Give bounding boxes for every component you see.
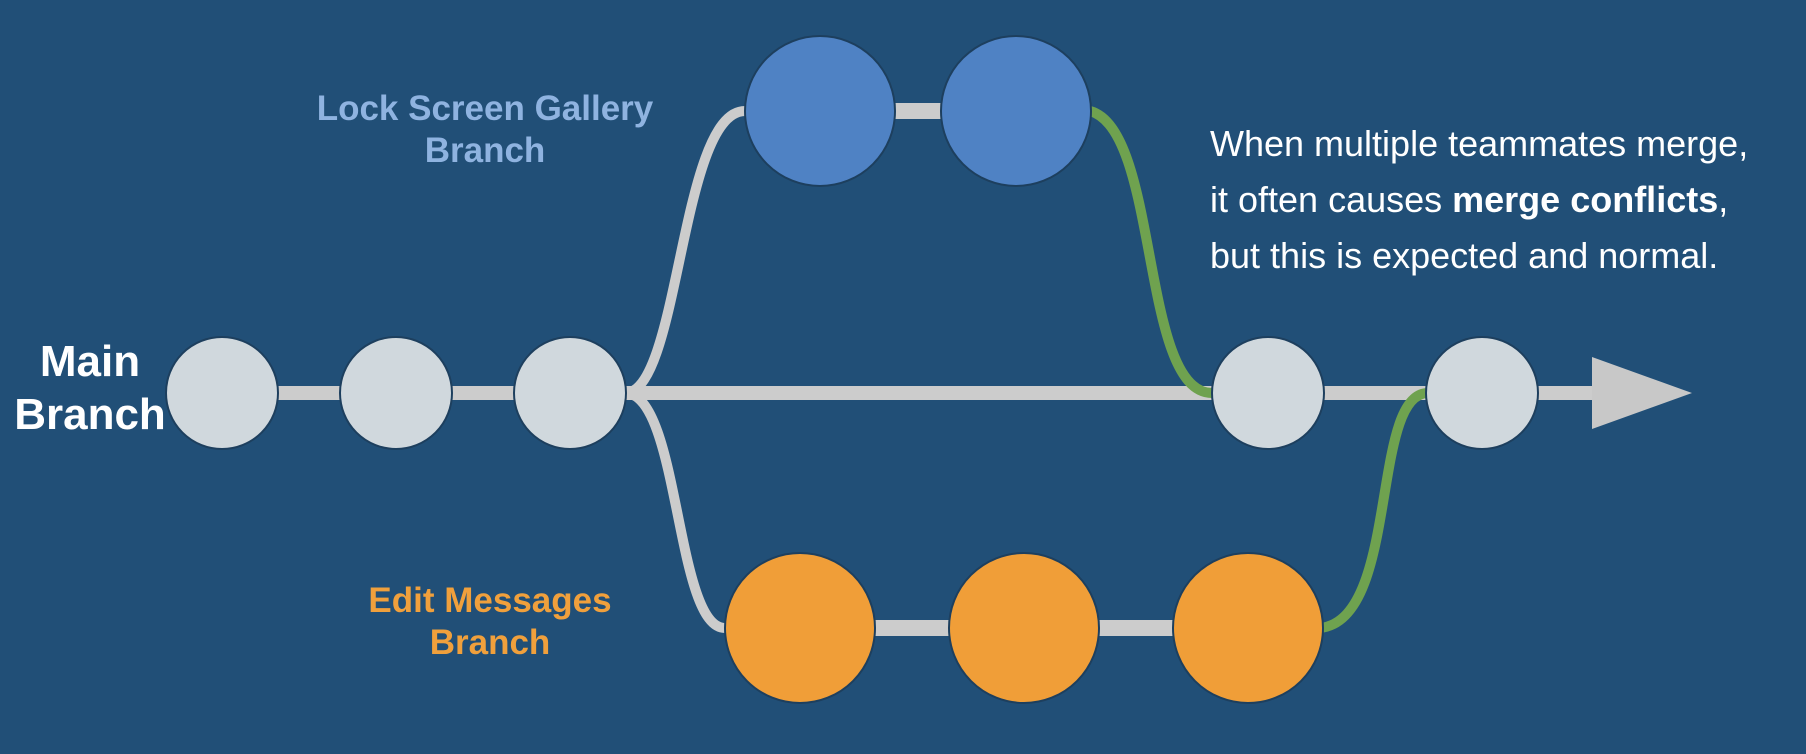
note-line-2: it often causes merge conflicts, bbox=[1210, 172, 1790, 228]
lock-branch-label-line1: Lock Screen Gallery bbox=[316, 89, 654, 128]
lock-commit-1 bbox=[744, 35, 896, 187]
main-commit-3 bbox=[513, 336, 627, 450]
main-commit-1 bbox=[165, 336, 279, 450]
lock-branch-label: Lock Screen Gallery Branch bbox=[300, 88, 670, 172]
merge-conflict-note: When multiple teammates merge, it often … bbox=[1210, 116, 1790, 284]
main-branch-arrowhead bbox=[1592, 357, 1692, 429]
edit-commit-1 bbox=[724, 552, 876, 704]
main-branch-label: Main Branch bbox=[8, 336, 172, 442]
edit-commit-2 bbox=[948, 552, 1100, 704]
note-line-2-before: it often causes bbox=[1210, 179, 1453, 220]
note-line-1: When multiple teammates merge, bbox=[1210, 123, 1749, 164]
lock-commit-2 bbox=[940, 35, 1092, 187]
main-commit-2 bbox=[339, 336, 453, 450]
edit-branch-label-line2: Branch bbox=[429, 623, 551, 662]
edit-commit-3 bbox=[1172, 552, 1324, 704]
lock-branch-label-line2: Branch bbox=[424, 131, 546, 170]
main-commit-5 bbox=[1425, 336, 1539, 450]
main-branch-label-line2: Branch bbox=[14, 389, 166, 439]
edit-branch-fork-line bbox=[624, 388, 727, 633]
main-branch-label-line1: Main bbox=[39, 337, 141, 386]
edit-branch-label: Edit Messages Branch bbox=[330, 580, 650, 664]
main-commit-4 bbox=[1211, 336, 1325, 450]
note-line-3: but this is expected and normal. bbox=[1210, 235, 1719, 276]
lock-branch-fork-line bbox=[623, 106, 746, 398]
note-line-2-after: , bbox=[1718, 179, 1729, 220]
edit-branch-merge-line bbox=[1319, 388, 1429, 633]
edit-branch-label-line1: Edit Messages bbox=[368, 581, 612, 620]
note-merge-conflicts-emphasis: merge conflicts bbox=[1452, 179, 1719, 220]
lock-branch-merge-line bbox=[1088, 106, 1213, 398]
